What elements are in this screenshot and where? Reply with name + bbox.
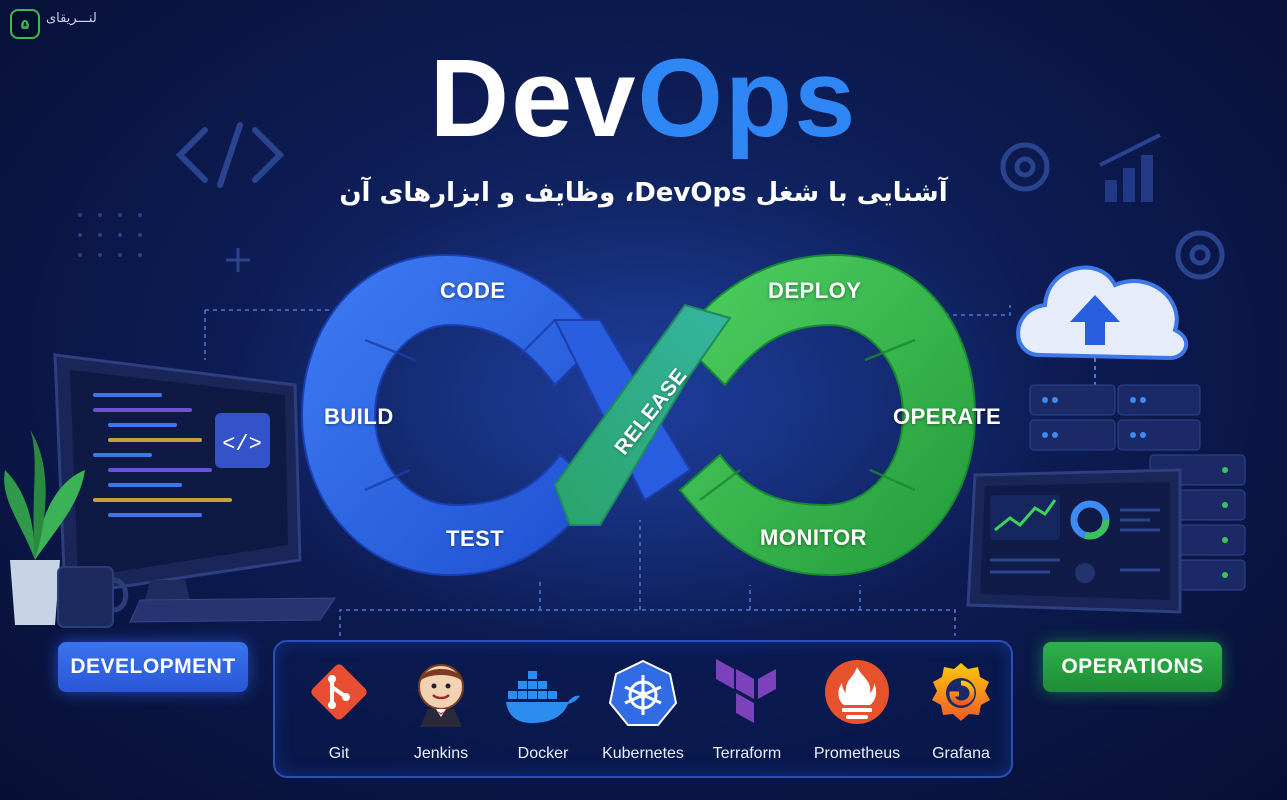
tool-git: Git: [289, 657, 389, 767]
brand-name: لنـــریقای: [46, 11, 97, 26]
release-arrow: [553, 303, 732, 526]
jenkins-icon: [418, 664, 464, 727]
svg-text:</>: </>: [222, 432, 262, 457]
tools-panel: Git Jenkins Docker: [273, 640, 1013, 778]
dev-loop: [300, 253, 602, 577]
page-subtitle: آشنایی با شغل DevOps، وظایف و ابزارهای آ…: [339, 178, 948, 208]
stage-code-label: CODE: [440, 278, 506, 303]
dot-grid-bg: [78, 213, 142, 257]
monitoring-dashboard: [966, 468, 1182, 614]
tool-jenkins: Jenkins: [391, 657, 491, 767]
tool-name-jenkins: Jenkins: [413, 745, 469, 762]
title-ops: Ops: [637, 37, 858, 160]
tool-terraform: Terraform: [697, 657, 797, 767]
mug-decoration: [57, 566, 129, 628]
git-icon: [311, 664, 367, 720]
stage-operate-label: OPERATE: [893, 404, 1002, 429]
tool-name-kubernetes: Kubernetes: [602, 745, 684, 762]
docker-icon: [506, 671, 580, 723]
tool-name-grafana: Grafana: [932, 745, 990, 762]
tool-name-prometheus: Prometheus: [813, 745, 901, 762]
kubernetes-icon: [608, 659, 678, 726]
stage-deploy-label: DEPLOY: [768, 278, 862, 303]
developer-monitor: </>: [53, 353, 336, 623]
prometheus-icon: [825, 660, 889, 724]
bar-chart-bg-icon: [1099, 133, 1161, 202]
dashed-connectors: [204, 305, 1011, 636]
page-title: DevOps: [0, 38, 1287, 159]
stage-build-label: BUILD: [324, 404, 394, 429]
tool-kubernetes: Kubernetes: [593, 657, 693, 767]
cloud-upload-icon: [1016, 265, 1189, 385]
stage-monitor-label: MONITOR: [760, 525, 867, 550]
plus-bg-icon: [226, 248, 250, 272]
gear-bg-icon: [1000, 142, 1225, 280]
plant-decoration: [4, 430, 85, 625]
grafana-icon: [932, 663, 990, 721]
terraform-icon: [716, 659, 776, 723]
tool-name-docker: Docker: [517, 745, 569, 762]
stage-test-label: TEST: [446, 526, 505, 551]
operations-button: OPERATIONS: [1043, 642, 1222, 692]
tool-name-git: Git: [328, 745, 350, 762]
tool-prometheus: Prometheus: [807, 657, 907, 767]
title-dev: Dev: [429, 37, 638, 160]
development-button: DEVELOPMENT: [58, 642, 248, 692]
brand-logo-icon: ۵: [10, 9, 40, 39]
tool-docker: Docker: [493, 657, 593, 767]
ops-loop: [678, 253, 977, 577]
tool-grafana: Grafana: [911, 657, 1011, 767]
code-bracket-bg-icon: [175, 122, 285, 188]
tool-name-terraform: Terraform: [712, 745, 782, 762]
